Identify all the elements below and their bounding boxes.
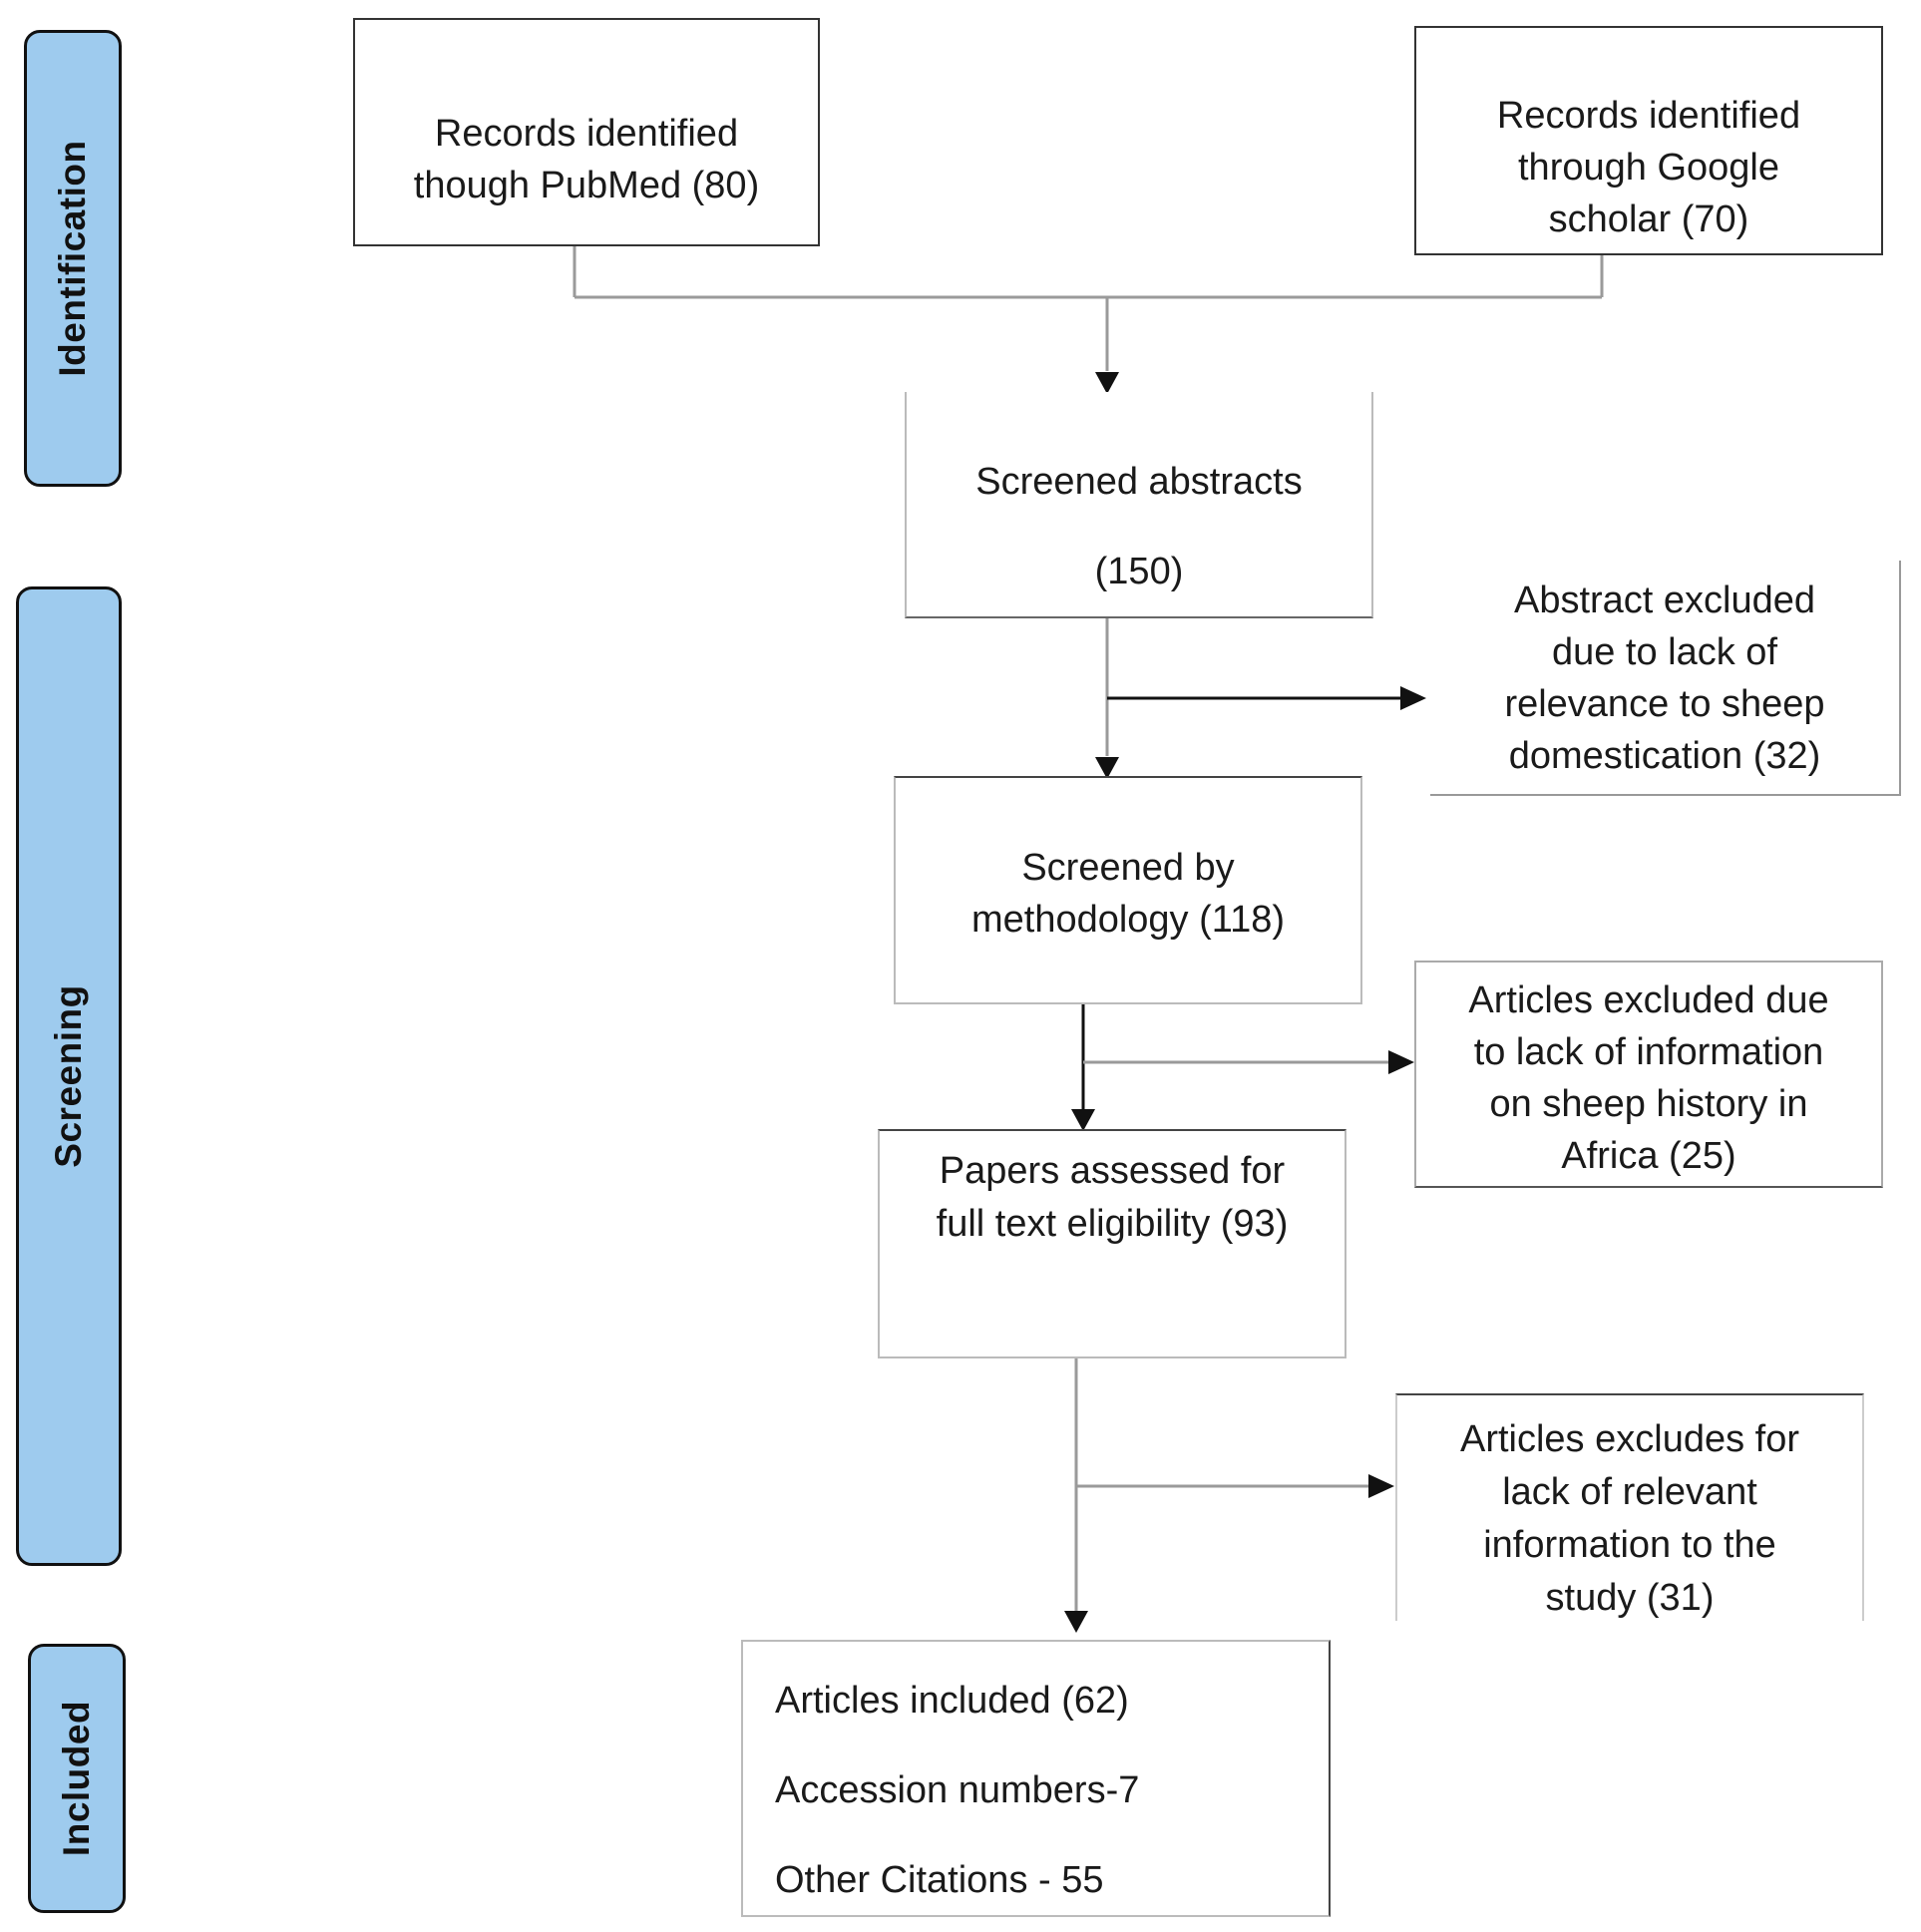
arrow-to-included — [1064, 1611, 1088, 1633]
fulltext-line-2: full text eligibility (93) — [936, 1203, 1289, 1245]
fulltext-line-1: Papers assessed for — [939, 1150, 1286, 1192]
stage-included-label: Included — [56, 1700, 97, 1857]
abstract-excluded-line-3: relevance to sheep — [1504, 683, 1825, 725]
google-line-2: through Google — [1518, 147, 1779, 189]
full-text-eligibility-box: Papers assessed for full text eligibilit… — [878, 1129, 1346, 1358]
google-line-1: Records identified — [1496, 95, 1801, 137]
methodology-line-2: methodology (118) — [970, 899, 1286, 941]
arrow-to-abstract-excluded — [1400, 686, 1426, 710]
included-articles-count: Articles included (62) — [775, 1680, 1129, 1722]
arrow-to-methodology — [1095, 757, 1119, 779]
excluded-history-line-2: to lack of information — [1473, 1031, 1824, 1073]
articles-included-box: Articles included (62) Accession numbers… — [741, 1640, 1331, 1917]
pubmed-line-2: though PubMed (80) — [413, 165, 760, 206]
arrow-to-screened-abstracts — [1095, 372, 1119, 394]
stage-included: Included — [28, 1644, 126, 1913]
abstract-excluded-box: Abstract excluded due to lack of relevan… — [1430, 561, 1901, 796]
abstract-excluded-line-4: domestication (32) — [1508, 735, 1821, 777]
articles-excluded-history-box: Articles excluded due to lack of informa… — [1414, 961, 1883, 1188]
pubmed-records-box: Records identified though PubMed (80) — [353, 18, 820, 246]
excluded-history-line-3: on sheep history in — [1489, 1083, 1808, 1125]
google-scholar-records-box: Records identified through Google schola… — [1414, 26, 1883, 255]
stage-identification-label: Identification — [52, 140, 93, 377]
screened-methodology-box: Screened by methodology (118) — [894, 776, 1362, 1004]
screened-abstracts-line-2: (150) — [1094, 551, 1184, 592]
merge-connector — [573, 245, 1604, 371]
included-accession-numbers: Accession numbers-7 — [775, 1769, 1140, 1811]
stage-screening: Screening — [16, 586, 122, 1566]
screened-abstracts-line-1: Screened abstracts — [975, 461, 1303, 503]
excluded-relevance-line-2: lack of relevant — [1502, 1471, 1757, 1513]
pubmed-line-1: Records identified — [434, 113, 739, 155]
excluded-relevance-line-3: information to the — [1483, 1524, 1776, 1566]
methodology-line-1: Screened by — [1021, 847, 1235, 889]
excluded-history-line-1: Articles excluded due — [1468, 979, 1829, 1021]
stage-identification: Identification — [24, 30, 122, 487]
arrow-to-fulltext — [1071, 1109, 1095, 1131]
excluded-history-line-4: Africa (25) — [1561, 1135, 1736, 1177]
abstract-excluded-line-1: Abstract excluded — [1513, 580, 1816, 621]
arrow-to-excluded-history — [1388, 1050, 1414, 1074]
stage-screening-label: Screening — [48, 984, 89, 1168]
articles-excluded-relevance-box: Articles excludes for lack of relevant i… — [1395, 1393, 1864, 1621]
excluded-relevance-line-4: study (31) — [1545, 1577, 1715, 1619]
arrow-to-excluded-relevance — [1368, 1474, 1394, 1498]
abstract-excluded-line-2: due to lack of — [1551, 631, 1778, 673]
excluded-relevance-line-1: Articles excludes for — [1459, 1418, 1799, 1460]
screened-abstracts-box: Screened abstracts (150) — [905, 392, 1373, 618]
included-other-citations: Other Citations - 55 — [775, 1859, 1104, 1901]
google-line-3: scholar (70) — [1548, 198, 1749, 240]
